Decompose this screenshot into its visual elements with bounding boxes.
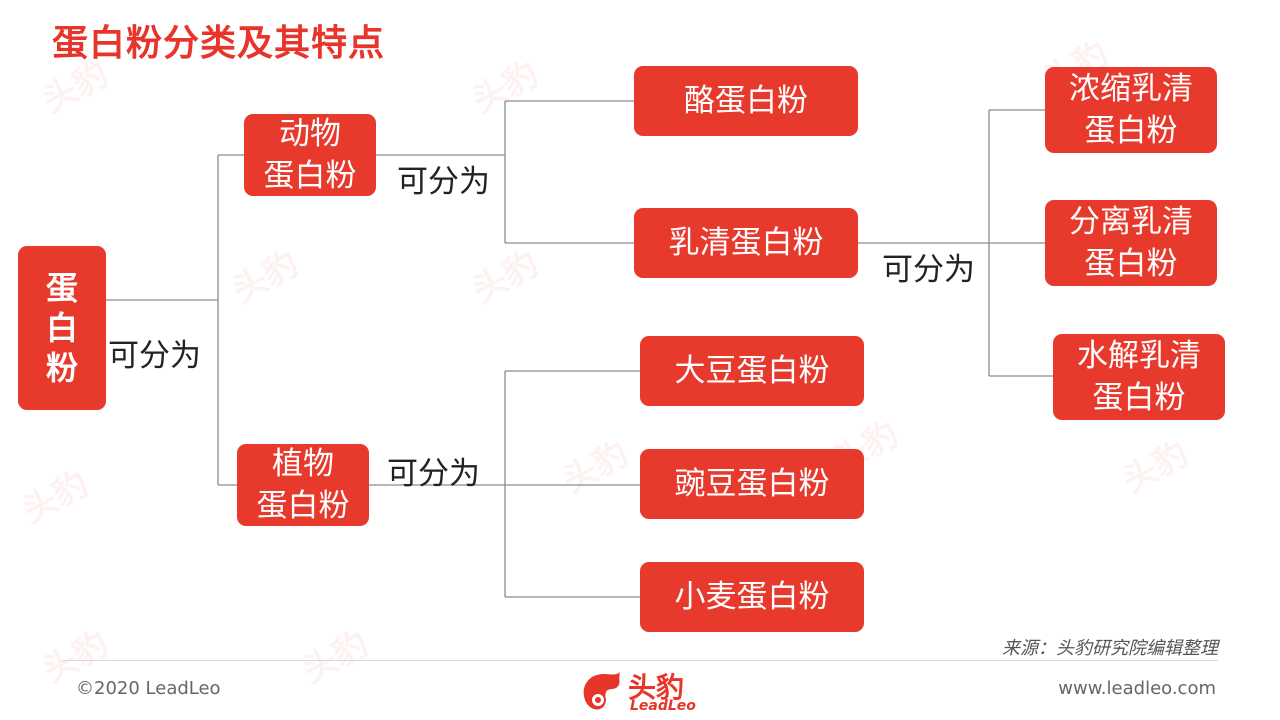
- node-whey-hydrolysate: 水解乳清 蛋白粉: [1053, 334, 1225, 420]
- source-note: 来源：头豹研究院编辑整理: [1002, 638, 1218, 659]
- node-animal-protein: 动物 蛋白粉: [244, 114, 376, 196]
- connector-label: 可分为: [397, 164, 490, 200]
- copyright: ©2020 LeadLeo: [76, 678, 221, 699]
- node-whey: 乳清蛋白粉: [634, 208, 858, 278]
- page-title: 蛋白粉分类及其特点: [52, 23, 386, 64]
- footer-divider: [62, 660, 1218, 661]
- brand-name-cn: 头豹: [628, 671, 685, 704]
- connector-label: 可分为: [387, 456, 480, 492]
- node-casein: 酪蛋白粉: [634, 66, 858, 136]
- website-link[interactable]: www.leadleo.com: [1058, 678, 1216, 699]
- connector-label: 可分为: [108, 338, 201, 374]
- brand-name-en: LeadLeo: [630, 698, 696, 714]
- brand-logo: 头豹 LeadLeo: [578, 664, 708, 718]
- node-plant-protein: 植物 蛋白粉: [237, 444, 369, 526]
- node-soy: 大豆蛋白粉: [640, 336, 864, 406]
- node-whey-isolate: 分离乳清 蛋白粉: [1045, 200, 1217, 286]
- node-pea: 豌豆蛋白粉: [640, 449, 864, 519]
- node-protein-powder: 蛋 白 粉: [18, 246, 106, 410]
- connector-label: 可分为: [882, 252, 975, 288]
- node-whey-concentrate: 浓缩乳清 蛋白粉: [1045, 67, 1217, 153]
- leopard-icon: [583, 672, 620, 710]
- node-wheat: 小麦蛋白粉: [640, 562, 864, 632]
